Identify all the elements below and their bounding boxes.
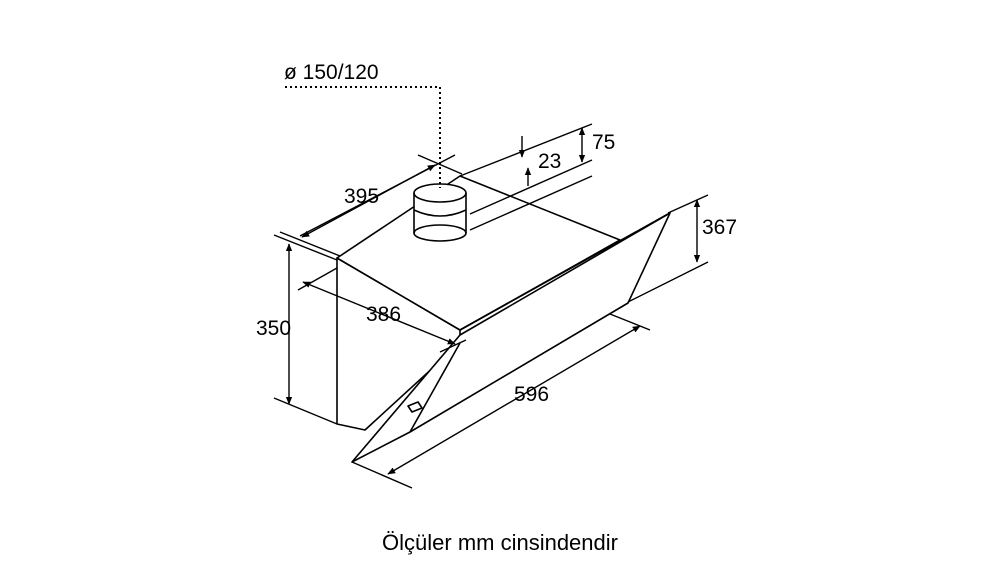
units-caption: Ölçüler mm cinsindendir (382, 530, 618, 555)
canopy-height-label: 367 (702, 216, 737, 239)
depth-top-dimension (279, 154, 463, 257)
top-offset-label: 75 (592, 131, 615, 154)
height-total-dimension (273, 234, 338, 425)
duct-collar (413, 183, 467, 242)
depth-body-label: 386 (366, 303, 401, 326)
top-offset-dimension (459, 123, 593, 231)
width-label: 596 (514, 383, 549, 406)
duct-diameter-label: ø 150/120 (284, 61, 379, 84)
duct-diameter-leader (285, 86, 441, 188)
collar-height-label: 23 (538, 150, 561, 173)
glass-edge (459, 213, 669, 331)
depth-top-label: 395 (344, 185, 379, 208)
canopy-height-dimension (627, 194, 709, 303)
height-total-label: 350 (256, 317, 291, 340)
width-dimension (351, 313, 651, 489)
